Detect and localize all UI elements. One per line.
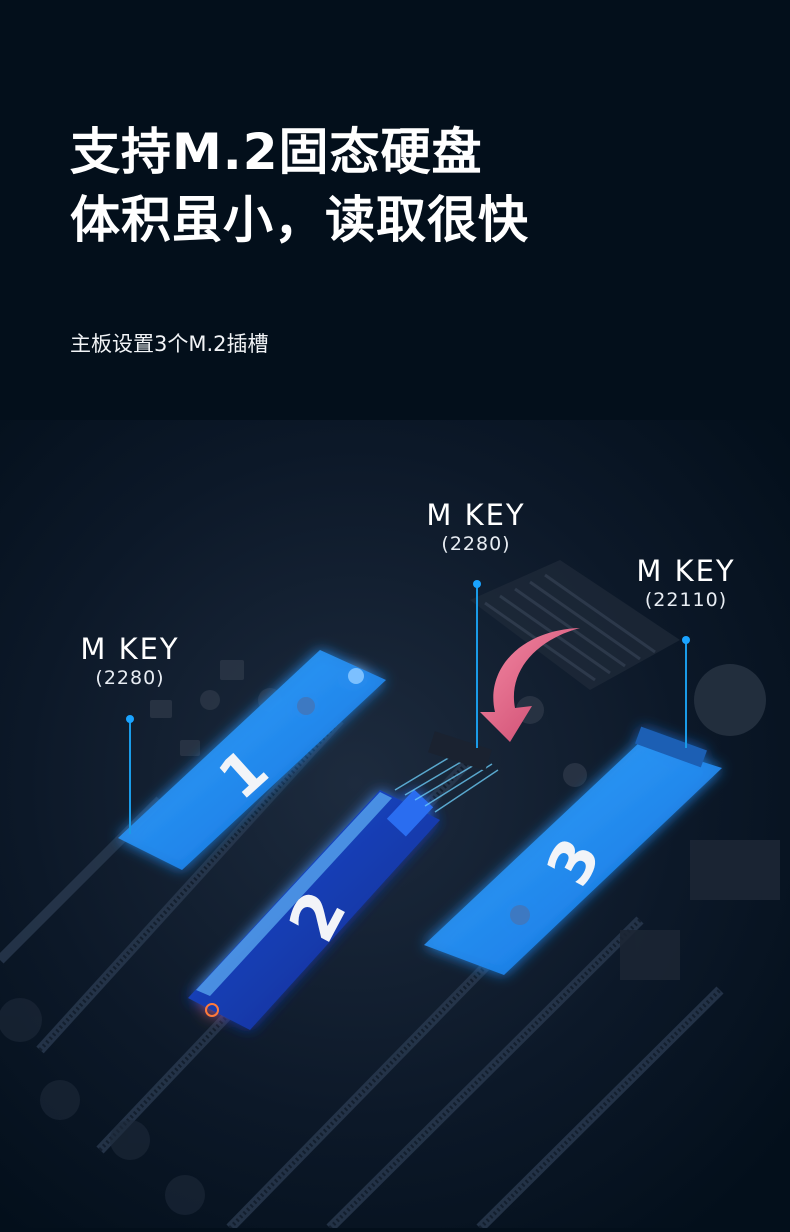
headline-line-2: 体积虽小，读取很快 (70, 191, 529, 249)
slot-1-key: M KEY (80, 632, 180, 666)
slot-1-size: (2280) (95, 667, 165, 689)
headline-line-1: 支持M.2固态硬盘 (70, 123, 483, 181)
motherboard-graphic: 1 2 3 (0, 420, 790, 1232)
slot-3-size: (22110) (644, 589, 728, 611)
callout-lines (129, 585, 687, 834)
slot-2-size: (2280) (441, 533, 511, 555)
slot-3-label: M KEY (22110) (618, 554, 754, 612)
m2-slot-3 (424, 726, 722, 975)
install-arrow-icon (480, 628, 580, 742)
slot-2-key: M KEY (426, 498, 526, 532)
headline: 支持M.2固态硬盘 体积虽小，读取很快 (70, 118, 529, 254)
m2-slot-1 (118, 650, 386, 870)
subtitle: 主板设置3个M.2插槽 (70, 332, 269, 356)
slot-3-key: M KEY (636, 554, 736, 588)
motherboard-illustration: 1 2 3 M KEY (2280) M KEY (2280) M KEY (2… (0, 420, 790, 1232)
slot-2-label: M KEY (2280) (408, 498, 544, 556)
m2-slot-2-ssd (188, 789, 440, 1030)
slot-1-label: M KEY (2280) (62, 632, 198, 690)
